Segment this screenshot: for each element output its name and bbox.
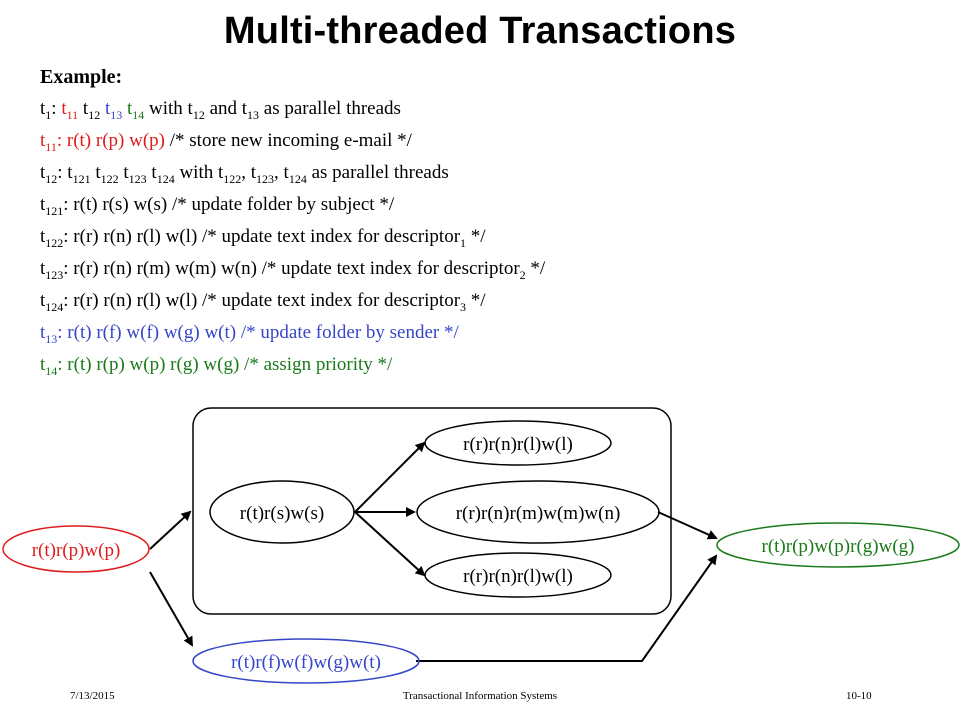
subscript-text: 121 (72, 171, 91, 186)
line-text: t (40, 162, 46, 183)
subscript-text: 11 (45, 139, 57, 154)
subscript-text: 123 (256, 171, 275, 186)
line-text: */ (466, 226, 486, 247)
line-text: t (40, 194, 46, 215)
node-t13: r(t)r(f)w(f)w(g)w(t) (192, 638, 420, 684)
subscript-text: 121 (45, 203, 64, 218)
subscript-text: 3 (460, 299, 467, 314)
subscript-text: 123 (128, 171, 147, 186)
subscript-text: 14 (132, 107, 145, 122)
definition-line: t14: r(t) r(p) w(p) r(g) w(g) /* assign … (40, 352, 545, 384)
subscript-text: 122 (223, 171, 242, 186)
footer-title: Transactional Information Systems (402, 690, 558, 702)
line-text: t (90, 162, 101, 183)
node-t11-label: r(t)r(p)w(p) (32, 540, 121, 561)
definition-line: t13: r(t) r(f) w(f) w(g) w(t) /* update … (40, 320, 545, 352)
node-t122: r(r)r(n)r(l)w(l) (424, 420, 612, 466)
subscript-text: 12 (88, 107, 101, 122)
node-t123: r(r)r(n)r(m)w(m)w(n) (416, 480, 660, 544)
line-text: and t (204, 98, 248, 119)
subscript-text: 122 (45, 235, 64, 250)
transaction-definitions: t1: t11 t12 t13 t14 with t12 and t13 as … (40, 96, 545, 384)
line-text: t (61, 98, 67, 119)
subscript-text: 12 (45, 171, 58, 186)
subscript-text: 1 (45, 107, 52, 122)
node-t13-label: r(t)r(f)w(f)w(g)w(t) (231, 652, 381, 673)
line-text: , t (274, 162, 289, 183)
edge-t11-to-t13 (149, 571, 193, 647)
line-text: : r(r) r(n) r(m) w(m) w(n) /* update tex… (63, 258, 520, 279)
edge-t121-to-t124 (354, 511, 426, 577)
subscript-text: 1 (460, 235, 467, 250)
line-text: */ (525, 258, 546, 279)
node-t14-label: r(t)r(p)w(p)r(g)w(g) (762, 536, 915, 557)
line-text: : r(t) r(p) w(p) (56, 130, 170, 151)
node-t121-label: r(t)r(s)w(s) (240, 503, 324, 524)
subscript-text: 13 (247, 107, 260, 122)
edge-t11-to-t12 (149, 510, 192, 550)
line-text: : r(t) r(s) w(s) /* update folder by sub… (63, 194, 395, 215)
line-text: : t (57, 162, 73, 183)
definition-line: t1: t11 t12 t13 t14 with t12 and t13 as … (40, 96, 545, 128)
line-text: t (40, 322, 46, 343)
subscript-text: 124 (45, 299, 64, 314)
parallel-thread-container (192, 407, 672, 615)
line-text: as parallel threads (259, 98, 401, 119)
subscript-text: 122 (100, 171, 119, 186)
subscript-text: 12 (192, 107, 205, 122)
edge-t121-to-t122 (354, 441, 426, 513)
line-text: t (40, 98, 46, 119)
line-text: , t (241, 162, 257, 183)
line-text: t (40, 226, 46, 247)
footer-page-number: 10-10 (846, 690, 872, 702)
node-t122-label: r(r)r(n)r(l)w(l) (463, 434, 573, 455)
definition-line: t121: r(t) r(s) w(s) /* update folder by… (40, 192, 545, 224)
subscript-text: 2 (519, 267, 526, 282)
subscript-text: 14 (45, 363, 58, 378)
node-t124-label: r(r)r(n)r(l)w(l) (463, 566, 573, 587)
subscript-text: 124 (156, 171, 175, 186)
node-t124: r(r)r(n)r(l)w(l) (424, 552, 612, 598)
subscript-text: 11 (66, 107, 79, 122)
definition-line: t12: t121 t122 t123 t124 with t122, t123… (40, 160, 545, 192)
line-text: */ (466, 290, 486, 311)
subscript-text: 13 (110, 107, 123, 122)
line-text: : r(r) r(n) r(l) w(l) /* update text ind… (63, 226, 461, 247)
line-text: : r(t) r(p) w(p) r(g) w(g) /* assign pri… (57, 354, 393, 375)
subscript-text: 124 (288, 171, 307, 186)
line-text: with t (174, 162, 224, 183)
line-text: t (126, 98, 133, 119)
line-text: as parallel threads (306, 162, 449, 183)
line-text: t (146, 162, 157, 183)
footer-date: 7/13/2015 (70, 690, 115, 702)
line-text: t (40, 290, 46, 311)
line-text: : (51, 98, 62, 119)
subscript-text: 123 (45, 267, 64, 282)
slide-title: Multi-threaded Transactions (223, 10, 737, 52)
node-t121: r(t)r(s)w(s) (209, 480, 355, 544)
line-text: t (104, 98, 111, 119)
node-t14: r(t)r(p)w(p)r(g)w(g) (716, 522, 960, 568)
edge-t12-to-t14 (657, 511, 718, 540)
subscript-text: 13 (45, 331, 58, 346)
definition-line: t11: r(t) r(p) w(p) /* store new incomin… (40, 128, 545, 160)
line-text: with t (144, 98, 193, 119)
definition-line: t123: r(r) r(n) r(m) w(m) w(n) /* update… (40, 256, 545, 288)
line-text: : r(t) r(f) w(f) w(g) w(t) /* update fol… (57, 322, 459, 343)
edge-t13-to-t14 (416, 554, 718, 662)
node-t123-label: r(r)r(n)r(m)w(m)w(n) (456, 503, 621, 524)
line-text: t (82, 98, 89, 119)
line-text: t (40, 130, 46, 151)
definition-line: t122: r(r) r(n) r(l) w(l) /* update text… (40, 224, 545, 256)
node-t11: r(t)r(p)w(p) (2, 525, 150, 573)
line-text: /* store new incoming e-mail */ (169, 130, 412, 151)
line-text: t (40, 258, 46, 279)
definition-line: t124: r(r) r(n) r(l) w(l) /* update text… (40, 288, 545, 320)
line-text: : r(r) r(n) r(l) w(l) /* update text ind… (63, 290, 461, 311)
line-text: t (40, 354, 46, 375)
line-text: t (118, 162, 129, 183)
example-heading: Example: (40, 66, 123, 88)
